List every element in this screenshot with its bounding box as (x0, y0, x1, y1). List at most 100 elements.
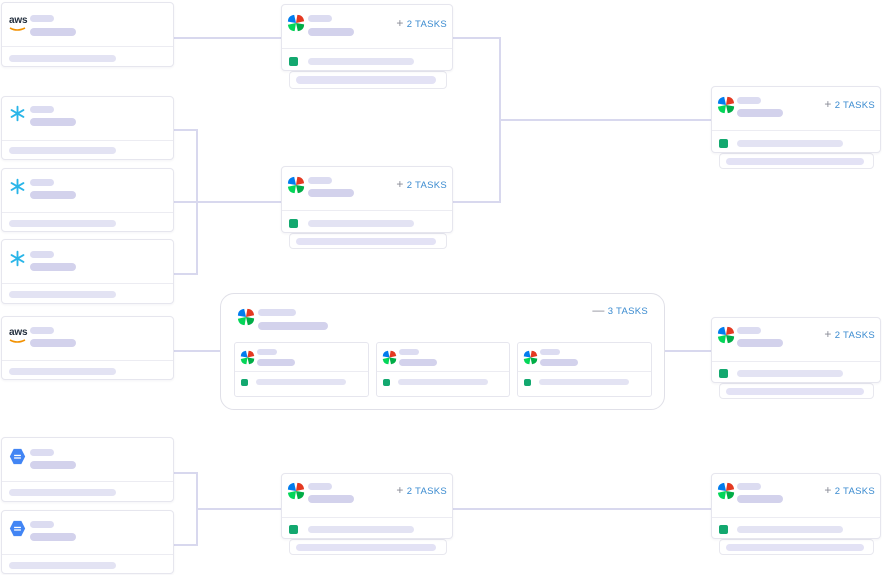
task-footer-placeholder (308, 58, 414, 65)
task-footer-placeholder (737, 140, 843, 147)
task-footer-placeholder (398, 379, 488, 385)
source-footer-placeholder (9, 220, 116, 227)
task-group-detail-placeholder (737, 495, 783, 503)
source-footer-placeholder (9, 291, 116, 298)
task-stack-shadow (289, 233, 447, 249)
task-footer-placeholder (256, 379, 346, 385)
pinwheel-icon (287, 14, 305, 32)
source-detail-placeholder (30, 339, 76, 347)
task-footer-placeholder (308, 526, 414, 533)
bigquery-icon (9, 448, 26, 465)
pinwheel-icon (382, 350, 397, 365)
source-card-snowflake[interactable] (1, 239, 174, 304)
expand-tasks-button[interactable]: +2 TASKS (824, 97, 875, 111)
task-stack-shadow (719, 383, 874, 399)
task-node[interactable] (234, 342, 369, 397)
pinwheel-icon (717, 96, 735, 114)
source-card-snowflake[interactable] (1, 168, 174, 232)
source-footer-placeholder (9, 562, 116, 569)
task-name-placeholder (540, 349, 560, 355)
snowflake-icon (10, 178, 25, 195)
source-card-aws[interactable]: aws (1, 2, 174, 67)
bigquery-icon (9, 520, 26, 537)
expand-tasks-button[interactable]: +2 TASKS (824, 483, 875, 497)
source-name-placeholder (30, 251, 54, 258)
source-detail-placeholder (30, 191, 76, 199)
task-group-detail-placeholder (308, 28, 354, 36)
status-success-indicator (289, 525, 298, 534)
source-name-placeholder (30, 15, 54, 22)
task-group-name-placeholder (308, 483, 332, 490)
expand-tasks-button[interactable]: +2 TASKS (396, 483, 447, 497)
task-detail-placeholder (257, 359, 295, 366)
status-success-indicator (241, 379, 248, 386)
task-stack-shadow (719, 153, 874, 169)
aws-smile-icon (9, 339, 26, 343)
status-success-indicator (383, 379, 390, 386)
task-group-card[interactable]: +2 TASKS (281, 4, 453, 71)
status-success-indicator (719, 139, 728, 148)
pinwheel-icon (717, 482, 735, 500)
task-group-card[interactable]: +2 TASKS (711, 473, 881, 539)
task-group-name-placeholder (737, 483, 761, 490)
source-footer-placeholder (9, 489, 116, 496)
source-name-placeholder (30, 179, 54, 186)
task-detail-placeholder (399, 359, 437, 366)
task-group-detail-placeholder (258, 322, 328, 330)
snowflake-icon (10, 105, 25, 122)
task-node[interactable] (517, 342, 652, 397)
task-group-card[interactable]: +2 TASKS (281, 166, 453, 233)
task-group-detail-placeholder (308, 189, 354, 197)
aws-logo-icon: aws (9, 327, 28, 338)
expand-tasks-button[interactable]: +2 TASKS (396, 16, 447, 30)
source-detail-placeholder (30, 263, 76, 271)
source-name-placeholder (30, 521, 54, 528)
task-group-card[interactable]: +2 TASKS (711, 317, 881, 383)
task-footer-placeholder (308, 220, 414, 227)
aws-smile-icon (9, 27, 26, 31)
task-group-card[interactable]: +2 TASKS (711, 86, 881, 153)
task-stack-shadow (719, 539, 874, 555)
task-group-detail-placeholder (737, 109, 783, 117)
task-group-detail-placeholder (737, 339, 783, 347)
source-name-placeholder (30, 106, 54, 113)
pinwheel-icon (523, 350, 538, 365)
status-success-indicator (289, 57, 298, 66)
task-footer-placeholder (737, 526, 843, 533)
pinwheel-icon (287, 482, 305, 500)
status-success-indicator (719, 525, 728, 534)
expanded-task-group[interactable]: —3 TASKS (220, 293, 665, 410)
task-group-name-placeholder (737, 97, 761, 104)
source-detail-placeholder (30, 28, 76, 36)
status-success-indicator (289, 219, 298, 228)
pinwheel-icon (287, 176, 305, 194)
aws-logo-icon: aws (9, 15, 28, 26)
task-name-placeholder (257, 349, 277, 355)
source-card-aws[interactable]: aws (1, 316, 174, 380)
source-card-bigquery[interactable] (1, 437, 174, 502)
expand-tasks-button[interactable]: +2 TASKS (396, 177, 447, 191)
source-card-snowflake[interactable] (1, 96, 174, 160)
source-detail-placeholder (30, 118, 76, 126)
pinwheel-icon (237, 308, 255, 326)
expand-tasks-button[interactable]: +2 TASKS (824, 327, 875, 341)
task-footer-placeholder (539, 379, 629, 385)
task-group-name-placeholder (737, 327, 761, 334)
task-node[interactable] (376, 342, 510, 397)
task-name-placeholder (399, 349, 419, 355)
source-name-placeholder (30, 449, 54, 456)
status-success-indicator (524, 379, 531, 386)
task-group-card[interactable]: +2 TASKS (281, 473, 453, 539)
source-name-placeholder (30, 327, 54, 334)
source-footer-placeholder (9, 55, 116, 62)
source-footer-placeholder (9, 147, 116, 154)
collapse-tasks-button[interactable]: —3 TASKS (592, 303, 648, 317)
source-detail-placeholder (30, 461, 76, 469)
source-card-bigquery[interactable] (1, 510, 174, 574)
task-group-name-placeholder (308, 177, 332, 184)
task-group-name-placeholder (308, 15, 332, 22)
status-success-indicator (719, 369, 728, 378)
pinwheel-icon (240, 350, 255, 365)
source-detail-placeholder (30, 533, 76, 541)
